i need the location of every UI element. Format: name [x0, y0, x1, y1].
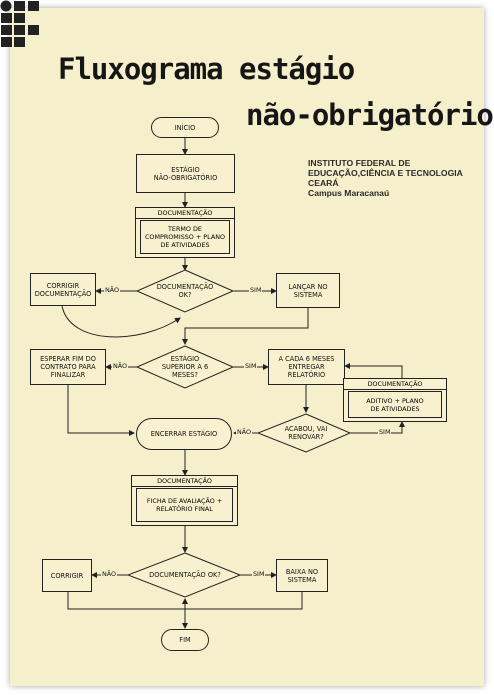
corrigir-doc-node: CORRIGIR DOCUMENTAÇÃO [30, 273, 96, 306]
edge-sim-1: SIM [249, 286, 263, 294]
edge-sim-4: SIM [252, 570, 266, 578]
decision3-shape [256, 413, 352, 453]
start-node: INÍCIO [151, 117, 219, 138]
estagio-node: ESTÁGIO NÃO-OBRIGATÓRIO [136, 154, 235, 193]
edge-nao-1: NÃO [104, 286, 121, 294]
lancar-node: LANÇAR NO SISTEMA [276, 273, 340, 308]
title-line2: não-obrigatório [246, 98, 494, 132]
doc2-header: DOCUMENTAÇÃO [344, 379, 446, 390]
doc2-body: ADITIVO + PLANO DE ATIVIDADES [348, 391, 442, 418]
logo-line2: EDUCAÇÃO,CIÊNCIA E TECNOLOGIA [308, 168, 463, 178]
doc1-header: DOCUMENTAÇÃO [136, 208, 234, 219]
title-line1: Fluxograma estágio [58, 52, 355, 86]
esperar-node: ESPERAR FIM DO CONTRATO PARA FINALIZAR [30, 349, 106, 385]
logo-line1: INSTITUTO FEDERAL DE [308, 158, 411, 168]
end-node: FIM [161, 629, 209, 651]
doc2-node: DOCUMENTAÇÃO ADITIVO + PLANO DE ATIVIDAD… [343, 378, 447, 422]
a-cada-node: A CADA 6 MESES ENTREGAR RELATÓRIO [268, 349, 345, 385]
ifce-logo-icon [0, 0, 39, 47]
doc3-body: FICHA DE AVALIAÇÃO + RELATÓRIO FINAL [136, 488, 233, 522]
edge-nao-2: NÃO [112, 362, 129, 370]
decision1-shape [135, 269, 235, 313]
logo-line4: Campus Maracanaú [308, 188, 390, 198]
corrigir-node: CORRIGIR [42, 559, 92, 592]
decision2-shape [135, 345, 235, 389]
doc3-node: DOCUMENTAÇÃO FICHA DE AVALIAÇÃO + RELATÓ… [131, 475, 238, 526]
logo-line3: CEARÁ [308, 178, 339, 188]
baixa-node: BAIXA NO SISTEMA [276, 559, 328, 592]
edge-sim-2: SIM [244, 362, 258, 370]
decision1-label: DOCUMENTAÇÃO OK? [156, 283, 214, 299]
decision4-label: DOCUMENTAÇÃO OK? [149, 571, 221, 579]
decision2-label: ESTÁGIO SUPERIOR A 6 MESES? [161, 355, 209, 379]
encerrar-node: ENCERRAR ESTÁGIO [136, 418, 232, 450]
edge-sim-3: SIM [378, 428, 392, 436]
edge-nao-3: NÃO [236, 428, 253, 436]
decision3-label: ACABOU, VAI RENOVAR? [284, 425, 328, 441]
decision4-shape [126, 552, 242, 598]
doc1-body: TERMO DE COMPROMISSO + PLANO DE ATIVIDAD… [140, 220, 230, 254]
doc3-header: DOCUMENTAÇÃO [132, 476, 237, 487]
ifce-logo-text: INSTITUTO FEDERAL DE EDUCAÇÃO,CIÊNCIA E … [308, 158, 463, 198]
edge-nao-4: NÃO [101, 570, 118, 578]
doc1-node: DOCUMENTAÇÃO TERMO DE COMPROMISSO + PLAN… [135, 207, 235, 258]
